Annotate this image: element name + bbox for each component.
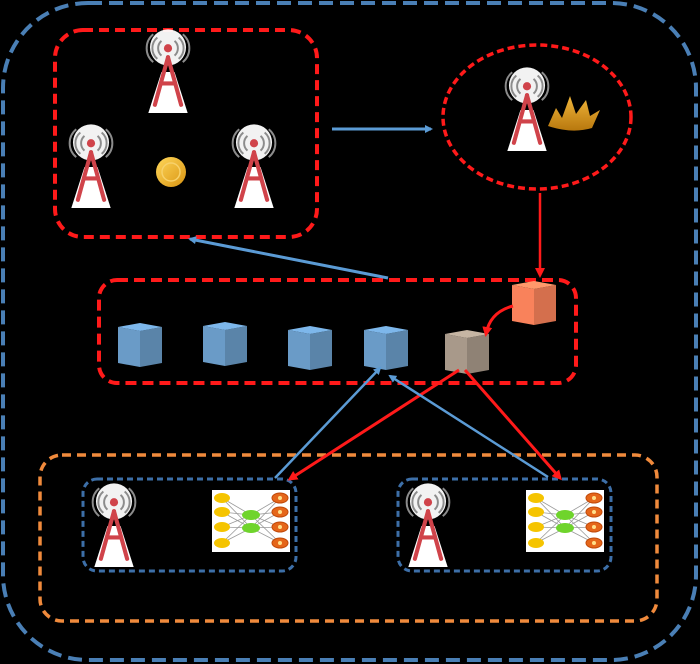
edge-node-2 [396,477,613,573]
base-station-icon [407,483,450,567]
arrow-new-block-to-pending [482,304,514,337]
candidate-pool-border [53,28,319,239]
base-station-icon [93,483,136,567]
crown-icon [548,96,600,131]
arrow-edge-1-to-chain [274,366,382,479]
base-station-icon [233,124,276,208]
blockchain-group [97,278,578,385]
block-orange-6 [512,281,556,325]
block-blue-1 [118,323,162,367]
edge-node-1-border [81,477,298,573]
edge-layer-group [38,453,659,623]
edge-node-1 [81,477,298,573]
blockchain-border [97,278,578,385]
block-blue-3 [288,326,332,370]
flow-arrows [188,125,562,481]
neural-network-icon [211,489,291,553]
arrow-pending-to-edge-1 [287,368,460,481]
leader-group [441,43,633,191]
block-blue-4 [364,326,408,370]
edge-layer-border [38,453,659,623]
arrow-blockchain-to-pool [188,236,389,280]
base-station-icon [506,67,549,151]
arrow-pending-to-edge-2 [463,369,562,481]
neural-network-icon [525,489,605,553]
leader-border [441,43,633,191]
coin-icon [156,157,186,187]
block-blue-2 [203,322,247,366]
arrow-edge-2-to-chain [388,374,549,479]
base-station-icon [70,124,113,208]
edge-node-2-border [396,477,613,573]
block-gray-5 [445,330,489,374]
candidate-pool-group [53,28,319,239]
base-station-icon [147,29,190,113]
